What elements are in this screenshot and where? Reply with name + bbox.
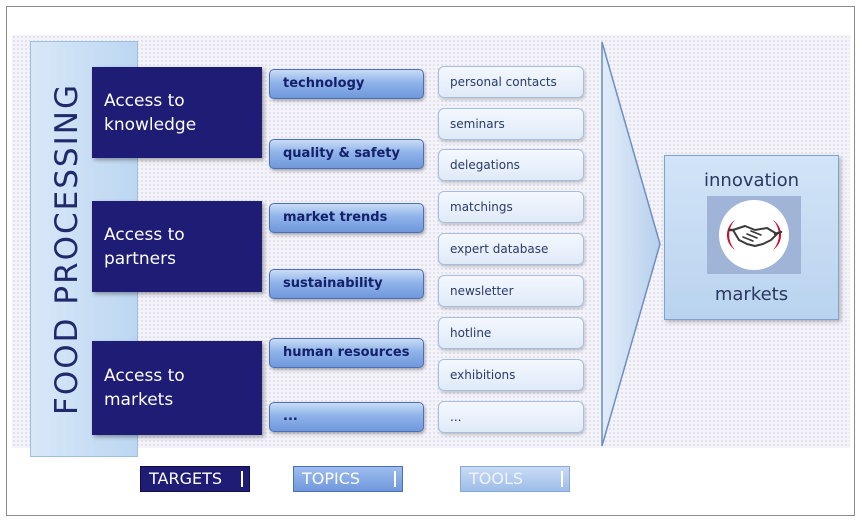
tool-delegations: delegations xyxy=(438,149,584,181)
tool-expert-database: expert database xyxy=(438,233,584,265)
outcome-box: innovation markets xyxy=(664,155,839,320)
legend-tools-label: TOOLS xyxy=(469,469,524,488)
target-partners-label: Access to partners xyxy=(104,224,185,269)
topic-sustainability: sustainability xyxy=(269,269,424,299)
legend-targets: TARGETS xyxy=(140,466,250,492)
tool-hotline: hotline xyxy=(438,317,584,349)
target-partners: Access to partners xyxy=(92,201,262,292)
target-markets: Access to markets xyxy=(92,341,262,435)
legend-tools-marker xyxy=(561,471,563,487)
tool-newsletter: newsletter xyxy=(438,275,584,307)
target-knowledge: Access to knowledge xyxy=(92,67,262,158)
topic-quality-safety: quality & safety xyxy=(269,139,424,169)
topic-market-trends: market trends xyxy=(269,203,424,233)
topic-human-resources: human resources xyxy=(269,338,424,368)
target-knowledge-label: Access to knowledge xyxy=(104,90,197,135)
legend-targets-label: TARGETS xyxy=(149,469,223,488)
topic-technology: technology xyxy=(269,69,424,99)
food-processing-label: FOOD PROCESSING xyxy=(49,83,85,415)
innovation-label: innovation xyxy=(704,170,799,191)
tool-seminars: seminars xyxy=(438,108,584,140)
topic-more: ... xyxy=(269,402,424,432)
handshake-icon xyxy=(726,220,783,250)
legend-targets-marker xyxy=(241,471,243,487)
tool-more: ... xyxy=(438,401,584,433)
tool-personal-contacts: personal contacts xyxy=(438,66,584,98)
logo-frame xyxy=(707,196,801,274)
tool-matchings: matchings xyxy=(438,191,584,223)
legend-topics: TOPICS xyxy=(293,466,403,492)
markets-label: markets xyxy=(714,284,789,305)
legend-topics-marker xyxy=(394,471,396,487)
tool-exhibitions: exhibitions xyxy=(438,359,584,391)
big-arrow-icon xyxy=(601,41,661,447)
target-markets-label: Access to markets xyxy=(104,366,185,410)
legend-tools: TOOLS xyxy=(460,466,570,492)
legend-topics-label: TOPICS xyxy=(302,469,361,488)
handshake-logo xyxy=(719,200,789,270)
